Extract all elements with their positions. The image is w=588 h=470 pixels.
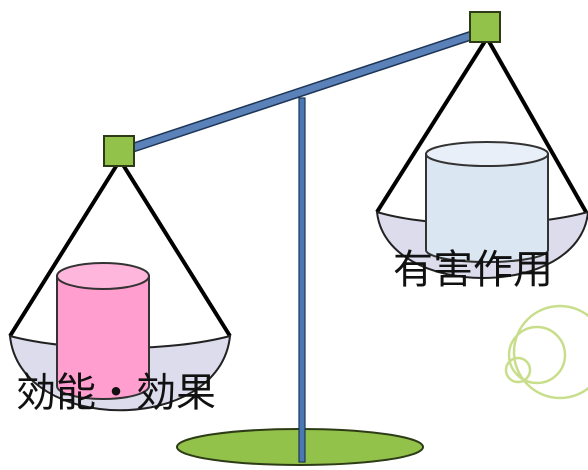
scale-post — [298, 97, 306, 463]
left-pan-strings — [8, 158, 232, 338]
left-pan-label: 効能・効果 — [16, 370, 216, 416]
decor-circle-large — [512, 304, 588, 400]
right-pan-label: 有害作用 — [393, 247, 553, 293]
right-pan-strings — [375, 36, 588, 214]
decor-circle-medium — [507, 325, 567, 385]
decorative-circles — [504, 304, 588, 400]
left-hinge — [103, 135, 135, 167]
light-blue-cylinder-icon — [425, 141, 549, 263]
decor-circle-small — [504, 356, 532, 384]
right-hinge — [469, 11, 501, 43]
pink-cylinder-icon — [56, 262, 150, 400]
